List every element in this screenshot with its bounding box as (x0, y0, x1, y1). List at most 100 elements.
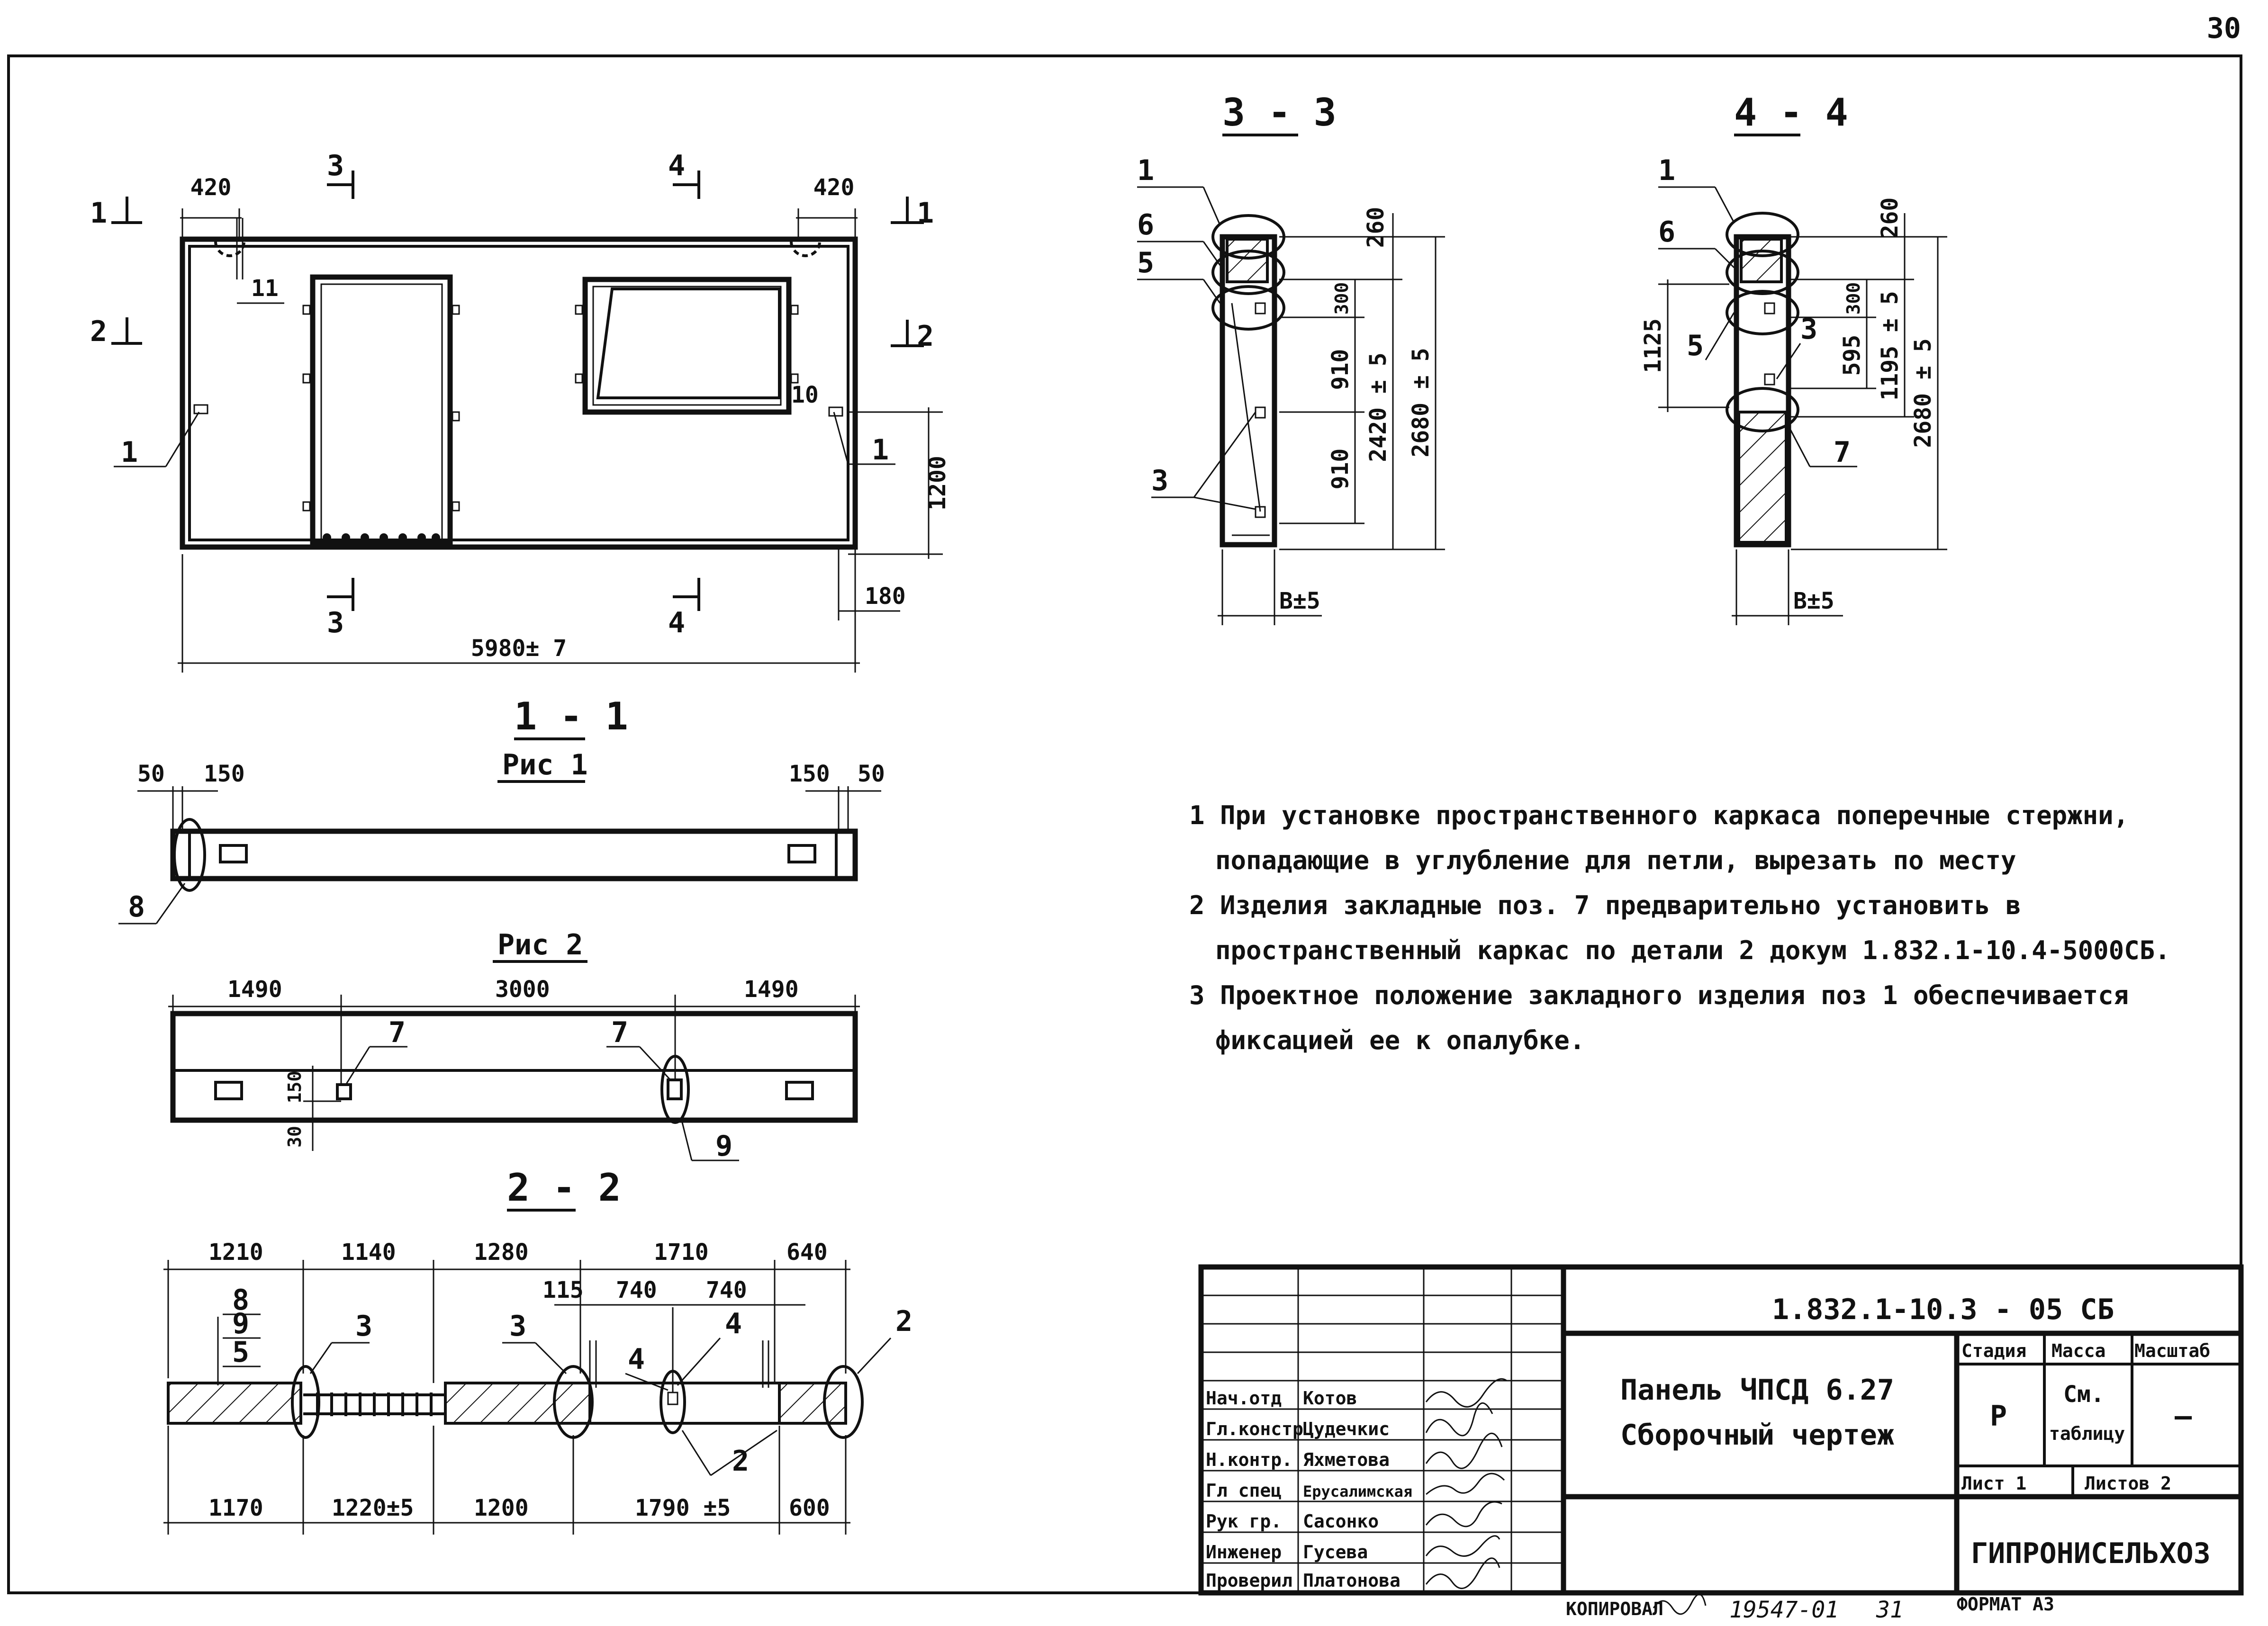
stage-value: Р (1990, 1400, 2007, 1433)
s33-dim-b: B±5 (1279, 588, 1320, 614)
copy-suffix: 31 (1876, 1597, 1904, 1623)
page-number: 30 (2207, 12, 2241, 45)
section-3-3-title: 3 - 3 (1222, 90, 1337, 135)
s22-pos-5: 5 (232, 1336, 249, 1369)
plan-dim-overall: 5980± 7 (471, 635, 567, 662)
sig-name-2: Цудечкис (1303, 1419, 1390, 1439)
sheet-label: Лист 1 (1961, 1473, 2026, 1494)
s11-pos-7a: 7 (389, 1016, 406, 1049)
plan-dim-1200: 1200 (924, 456, 951, 511)
fig1-label: Рис 1 (502, 748, 588, 782)
mass-value-1: См. (2063, 1381, 2105, 1408)
fig2-label: Рис 2 (497, 928, 583, 961)
cut-2-right: 2 (917, 320, 934, 353)
section-4-4: 4 - 4 260 300 595 1195 ± 5 2680 ± 5 1125… (1640, 90, 1947, 625)
cut-1-left: 1 (90, 197, 107, 230)
sig-role-7: Проверил (1206, 1570, 1292, 1591)
s11-pos-7b: 7 (611, 1016, 628, 1049)
plan-pos-10: 10 (791, 382, 819, 408)
s11-dim-3000: 3000 (495, 976, 550, 1003)
sig-name-5: Сасонко (1303, 1511, 1379, 1532)
note-line-3: 2 Изделия закладные поз. 7 предварительн… (1189, 890, 2021, 920)
s11-dim-150-right: 150 (789, 761, 830, 787)
note-line-1: 1 При установке пространственного каркас… (1189, 800, 2129, 830)
s11-dim-1490-left: 1490 (227, 976, 282, 1003)
mass-value-2: таблицу (2049, 1423, 2125, 1444)
signatory-rows: Нач.отд Котов Гл.констр Цудечкис Н.контр… (1206, 1388, 1412, 1591)
s22-pos-4b: 4 (725, 1307, 742, 1340)
s22-pos-4a: 4 (628, 1343, 645, 1376)
s22-bottom-dim-5: 600 (789, 1495, 830, 1521)
notes: 1 При установке пространственного каркас… (1189, 800, 2170, 1055)
col-mass: Масса (2051, 1340, 2105, 1361)
s44-dim-595: 595 (1839, 335, 1865, 376)
col-stage: Стадия (1961, 1340, 2026, 1361)
s44-dim-1125: 1125 (1640, 318, 1666, 373)
s33-pos-3: 3 (1151, 464, 1168, 497)
doc-code: 1.832.1-10.3 - 05 СБ (1772, 1293, 2114, 1326)
s44-pos-1: 1 (1658, 154, 1675, 187)
s11-dim-50-right: 50 (858, 761, 885, 787)
format-label: ФОРМАТ А3 (1957, 1594, 2054, 1615)
s22-top-dim-5: 640 (786, 1239, 828, 1266)
sig-name-6: Гусева (1303, 1542, 1368, 1563)
sheets-label: Листов 2 (2085, 1473, 2171, 1494)
scale-value: — (2175, 1400, 2192, 1433)
note-line-2: попадающие в углубление для петли, вырез… (1215, 845, 2016, 875)
section-2-2-title: 2 - 2 (507, 1166, 621, 1210)
s22-dim-740b: 740 (706, 1277, 747, 1303)
s44-pos-5: 5 (1687, 329, 1704, 362)
s44-dim-1195: 1195 ± 5 (1877, 291, 1903, 400)
title-line-1: Панель ЧПСД 6.27 (1620, 1374, 1894, 1407)
section-1-1: 1 - 1 Рис 1 50 150 150 50 8 Рис 2 (118, 694, 885, 1163)
s44-dim-300: 300 (1843, 282, 1864, 315)
s22-bottom-dim-3: 1200 (474, 1495, 529, 1521)
copier-signature (1653, 1593, 1707, 1615)
cut-4-bottom: 4 (668, 606, 685, 639)
cut-3-top: 3 (327, 149, 344, 182)
sig-name-1: Котов (1303, 1388, 1357, 1409)
cut-4-top: 4 (668, 149, 685, 182)
s22-top-dim-4: 1710 (654, 1239, 709, 1266)
s33-dim-910a: 910 (1327, 349, 1354, 390)
note-line-4: пространственный каркас по детали 2 доку… (1215, 935, 2170, 965)
s44-dim-260: 260 (1877, 198, 1903, 239)
s22-top-dim-2: 1140 (341, 1239, 396, 1266)
s11-pos-9: 9 (715, 1130, 732, 1163)
s22-bottom-dim-1: 1170 (208, 1495, 263, 1521)
s11-dim-150-v: 150 (284, 1071, 305, 1104)
plan-pos-1-left: 1 (121, 436, 138, 469)
s11-dim-50-left: 50 (137, 761, 165, 787)
sig-name-3: Яхметова (1303, 1449, 1390, 1470)
cut-2-left: 2 (90, 315, 107, 348)
copied-by-label: КОПИРОВАЛ (1566, 1599, 1663, 1619)
s44-dim-2680: 2680 ± 5 (1910, 338, 1936, 448)
plan-pos-11: 11 (251, 275, 279, 302)
cut-1-right: 1 (917, 197, 934, 230)
s33-pos-5: 5 (1137, 246, 1154, 279)
s22-pos-3b: 3 (509, 1310, 526, 1343)
plan-pos-1-right: 1 (872, 433, 889, 467)
s22-pos-2a: 2 (732, 1445, 749, 1478)
s22-pos-2b: 2 (895, 1305, 913, 1338)
s11-dim-30-v: 30 (284, 1126, 305, 1148)
s22-top-dim-1: 1210 (208, 1239, 263, 1266)
sig-name-7: Платонова (1303, 1570, 1401, 1591)
title-block: Нач.отд Котов Гл.констр Цудечкис Н.контр… (1198, 1264, 2244, 1596)
cut-3-bottom: 3 (327, 606, 344, 639)
signature-scribbles (1425, 1378, 1507, 1590)
s22-dim-740a: 740 (616, 1277, 657, 1303)
note-line-6: фиксацией ее к опалубке. (1215, 1025, 1585, 1055)
s11-pos-8: 8 (128, 890, 145, 924)
section-2-2: 2 - 2 1210 (163, 1166, 913, 1535)
copy-number: 19547-01 (1729, 1597, 1839, 1623)
s44-pos-7: 7 (1834, 436, 1851, 469)
plan-view: 420 420 1 1 2 2 3 4 3 4 1 1 10 11 12 (90, 149, 951, 673)
s22-bottom-dim-4: 1790 ±5 (635, 1495, 731, 1521)
s22-pos-9: 9 (232, 1307, 249, 1340)
plan-dim-180: 180 (865, 583, 906, 610)
s33-pos-1: 1 (1137, 154, 1154, 187)
s44-pos-6: 6 (1658, 216, 1675, 249)
